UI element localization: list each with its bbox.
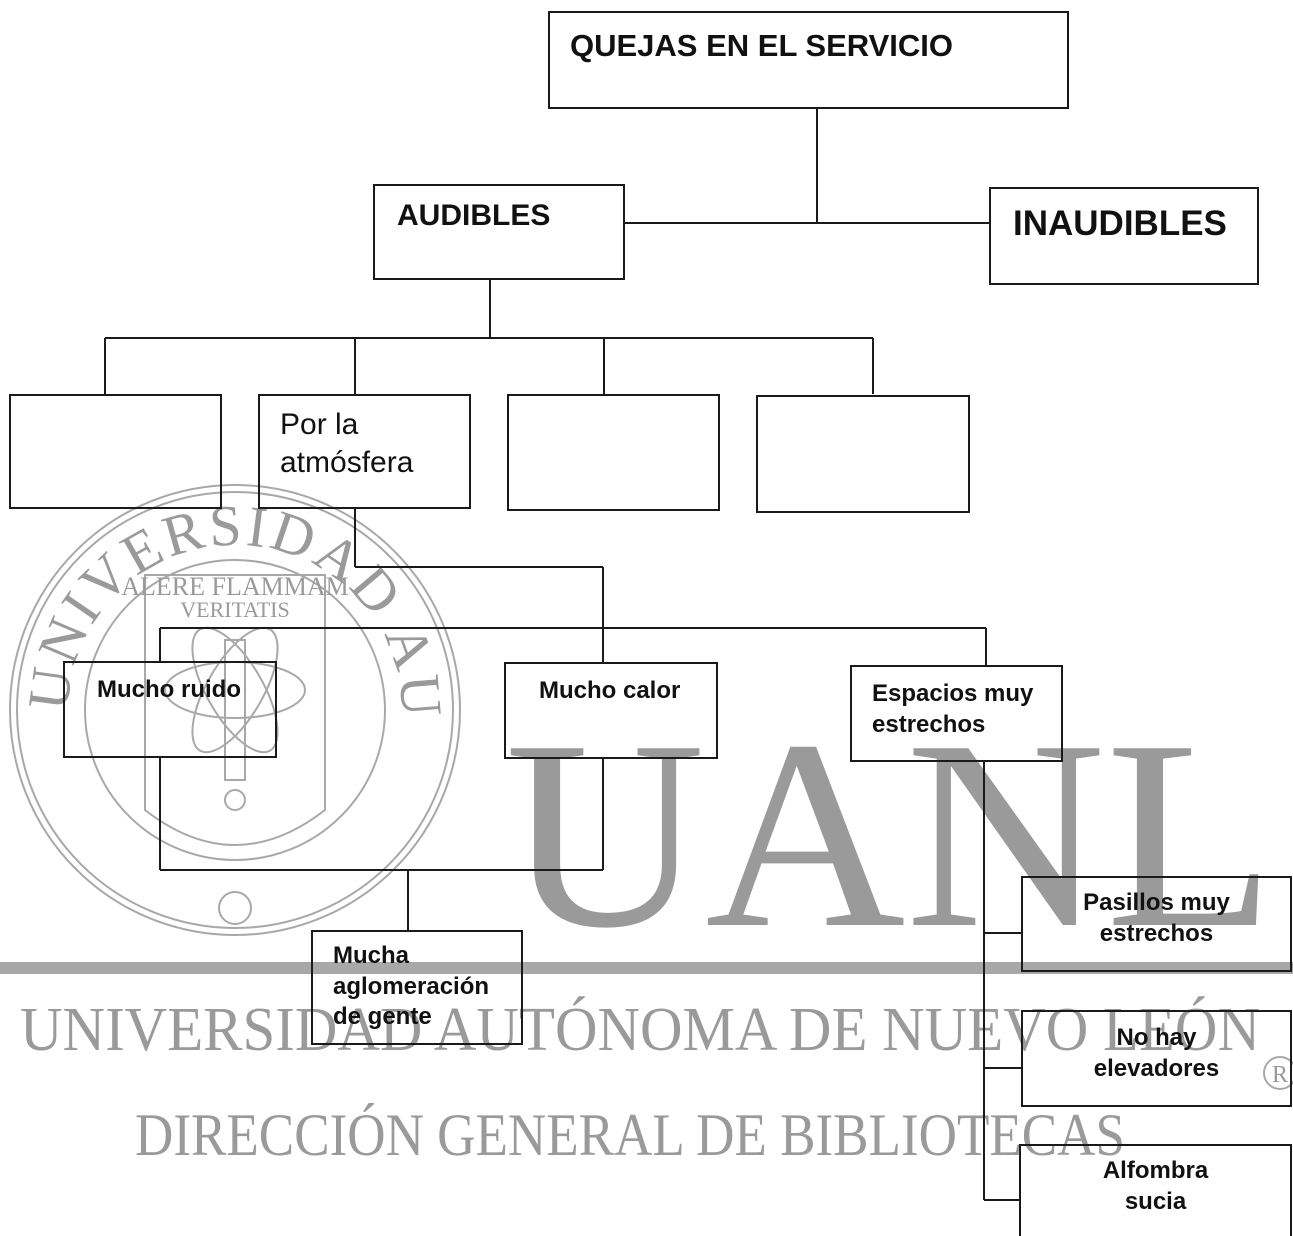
elevators-subitem-box: No hay elevadores [1021,1010,1292,1107]
empty-category-box-1 [9,394,222,509]
inaudibles-node-label: INAUDIBLES [1013,204,1227,243]
empty-category-box-3 [507,394,720,511]
atmosphere-label-line2: atmósfera [280,445,414,479]
university-name: UNIVERSIDAD AUTÓNOMA DE NUEVO LEÓN [20,996,1260,1064]
noise-item-label: Mucho ruido [97,676,241,703]
inaudibles-node-box: INAUDIBLES [989,187,1259,285]
crowding-item-line3: de gente [333,1003,432,1031]
carpet-line2: sucia [1124,1187,1187,1215]
carpet-line1: Alfombra [1102,1157,1209,1184]
university-seal [9,484,461,936]
space-item-box: Espacios muy estrechos [850,665,1063,762]
corridors-subitem-box: Pasillos muy estrechos [1021,876,1292,972]
corridors-line1: Pasillos muy [1083,889,1230,916]
carpet-subitem-box: Alfombra sucia [1019,1144,1292,1236]
noise-item-box: Mucho ruido [63,661,277,758]
seal-motto-line1: ALERE FLAMMAM [121,572,349,601]
heat-item-label: Mucho calor [539,677,681,704]
space-item-line1: Espacios muy [872,680,1034,707]
space-item-line2: estrechos [872,711,986,739]
uanl-acronym: UANL [505,685,1275,984]
atmosphere-category-box: Por la atmósfera [258,394,471,509]
empty-category-box-4 [756,395,970,513]
department-name: DIRECCIÓN GENERAL DE BIBLIOTECAS [135,1102,1125,1168]
root-node-label: QUEJAS EN EL SERVICIO [570,28,954,63]
watermark-rule [0,962,1293,974]
heat-item-box: Mucho calor [504,662,718,759]
root-node-box: QUEJAS EN EL SERVICIO [548,11,1069,109]
corridors-line2: estrechos [1099,919,1214,947]
seal-motto-line2: VERITATIS [180,597,289,622]
registered-mark-letter: R [1272,1062,1288,1088]
crowding-item-line1: Mucha [333,942,410,969]
crowding-item-box: Mucha aglomeración de gente [311,930,523,1045]
registered-mark [1263,1056,1293,1090]
atmosphere-label-line1: Por la [280,408,359,441]
elevators-line1: No hay [1116,1024,1197,1051]
crowding-item-line2: aglomeración [333,972,490,1000]
elevators-line2: elevadores [1093,1054,1220,1082]
audibles-node-box: AUDIBLES [373,184,625,280]
audibles-node-label: AUDIBLES [397,199,551,232]
